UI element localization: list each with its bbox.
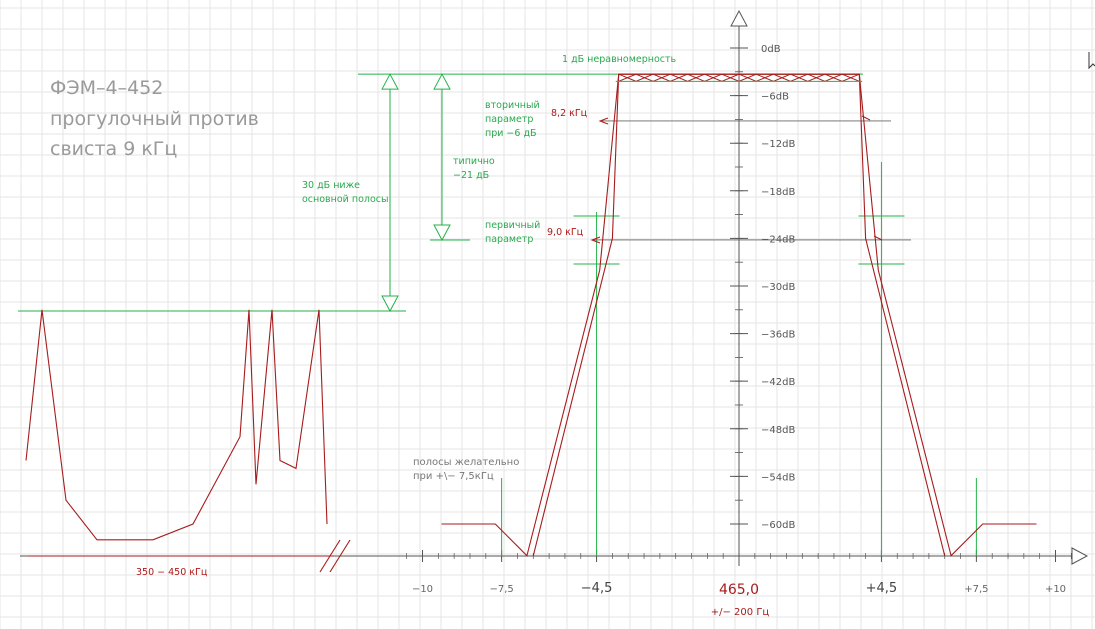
spurious-response xyxy=(25,309,351,573)
typical-line-1: типично xyxy=(453,156,495,167)
y-tick-label: −30dB xyxy=(761,282,795,293)
x-tick-label: −4,5 xyxy=(581,581,613,596)
y-tick-label: −48dB xyxy=(761,425,795,436)
title-line-2: прогулочный против xyxy=(50,108,259,130)
y-tick-label: −60dB xyxy=(761,520,795,531)
x-tick-label: −10 xyxy=(412,584,433,595)
annotation-labels: 1 дБ неравномерность вторичный параметр … xyxy=(136,54,769,618)
annotation-lines xyxy=(18,73,977,556)
desirable-line-1: полосы желательно xyxy=(413,457,519,468)
spurious-range-label: 350 − 450 кГц xyxy=(136,567,208,578)
dimension-21db-arrow-down-icon xyxy=(433,224,451,242)
y-tick-label: −18dB xyxy=(761,187,795,198)
primary-param-line-2: параметр xyxy=(485,234,533,245)
dimension-21db-arrow-up-icon xyxy=(433,73,451,90)
y-tick-label: 0dB xyxy=(761,44,781,55)
dimension-30db-arrow-down-icon xyxy=(381,295,399,313)
x-tick-label: +4,5 xyxy=(866,581,898,596)
title-line-3: свиста 9 кГц xyxy=(50,138,177,160)
chart-title: ФЭМ–4–452 прогулочный против свиста 9 кГ… xyxy=(50,77,259,160)
x-axis-arrow-icon xyxy=(1071,547,1089,565)
ripple-label: 1 дБ неравномерность xyxy=(562,54,677,65)
response-series xyxy=(441,73,1037,557)
secondary-param-line-3: при −6 дБ xyxy=(485,128,537,139)
x-tick-label: +7,5 xyxy=(964,584,988,595)
marker-label-8-2: 8,2 кГц xyxy=(551,108,588,119)
dimension-30db-arrow-up-icon xyxy=(381,73,399,90)
primary-param-line-1: первичный xyxy=(485,220,540,231)
secondary-param-line-1: вторичный xyxy=(485,100,540,111)
axis-break-mark xyxy=(319,539,341,573)
y-axis-arrow-icon xyxy=(730,9,748,27)
secondary-param-line-2: параметр xyxy=(485,114,533,125)
axis-break-mark xyxy=(329,539,351,573)
measurement-arrow-left-icon xyxy=(590,236,601,244)
title-line-1: ФЭМ–4–452 xyxy=(50,77,163,99)
typical-line-2: −21 дБ xyxy=(453,170,489,181)
center-tolerance-label: +/− 200 Гц xyxy=(711,607,770,618)
x-tick-label: −7,5 xyxy=(489,584,513,595)
y-tick-label: −36dB xyxy=(761,330,795,341)
cursor-icon xyxy=(1088,52,1095,70)
measurement-arrow-left-icon xyxy=(598,117,609,125)
x-tick-label: +10 xyxy=(1045,584,1066,595)
center-frequency-label: 465,0 xyxy=(719,582,759,598)
below-passband-line-2: основной полосы xyxy=(302,194,389,205)
spurious-curve xyxy=(25,309,328,541)
y-tick-label: −6dB xyxy=(761,92,789,103)
y-tick-label: −54dB xyxy=(761,472,795,483)
y-tick-label: −42dB xyxy=(761,377,795,388)
ripple-trace-b xyxy=(618,73,860,82)
y-tick-label: −12dB xyxy=(761,139,795,150)
marker-label-9-0: 9,0 кГц xyxy=(547,227,584,238)
below-passband-line-1: 30 дБ ниже xyxy=(302,180,360,191)
desirable-line-2: при +\− 7,5кГц xyxy=(413,471,494,482)
